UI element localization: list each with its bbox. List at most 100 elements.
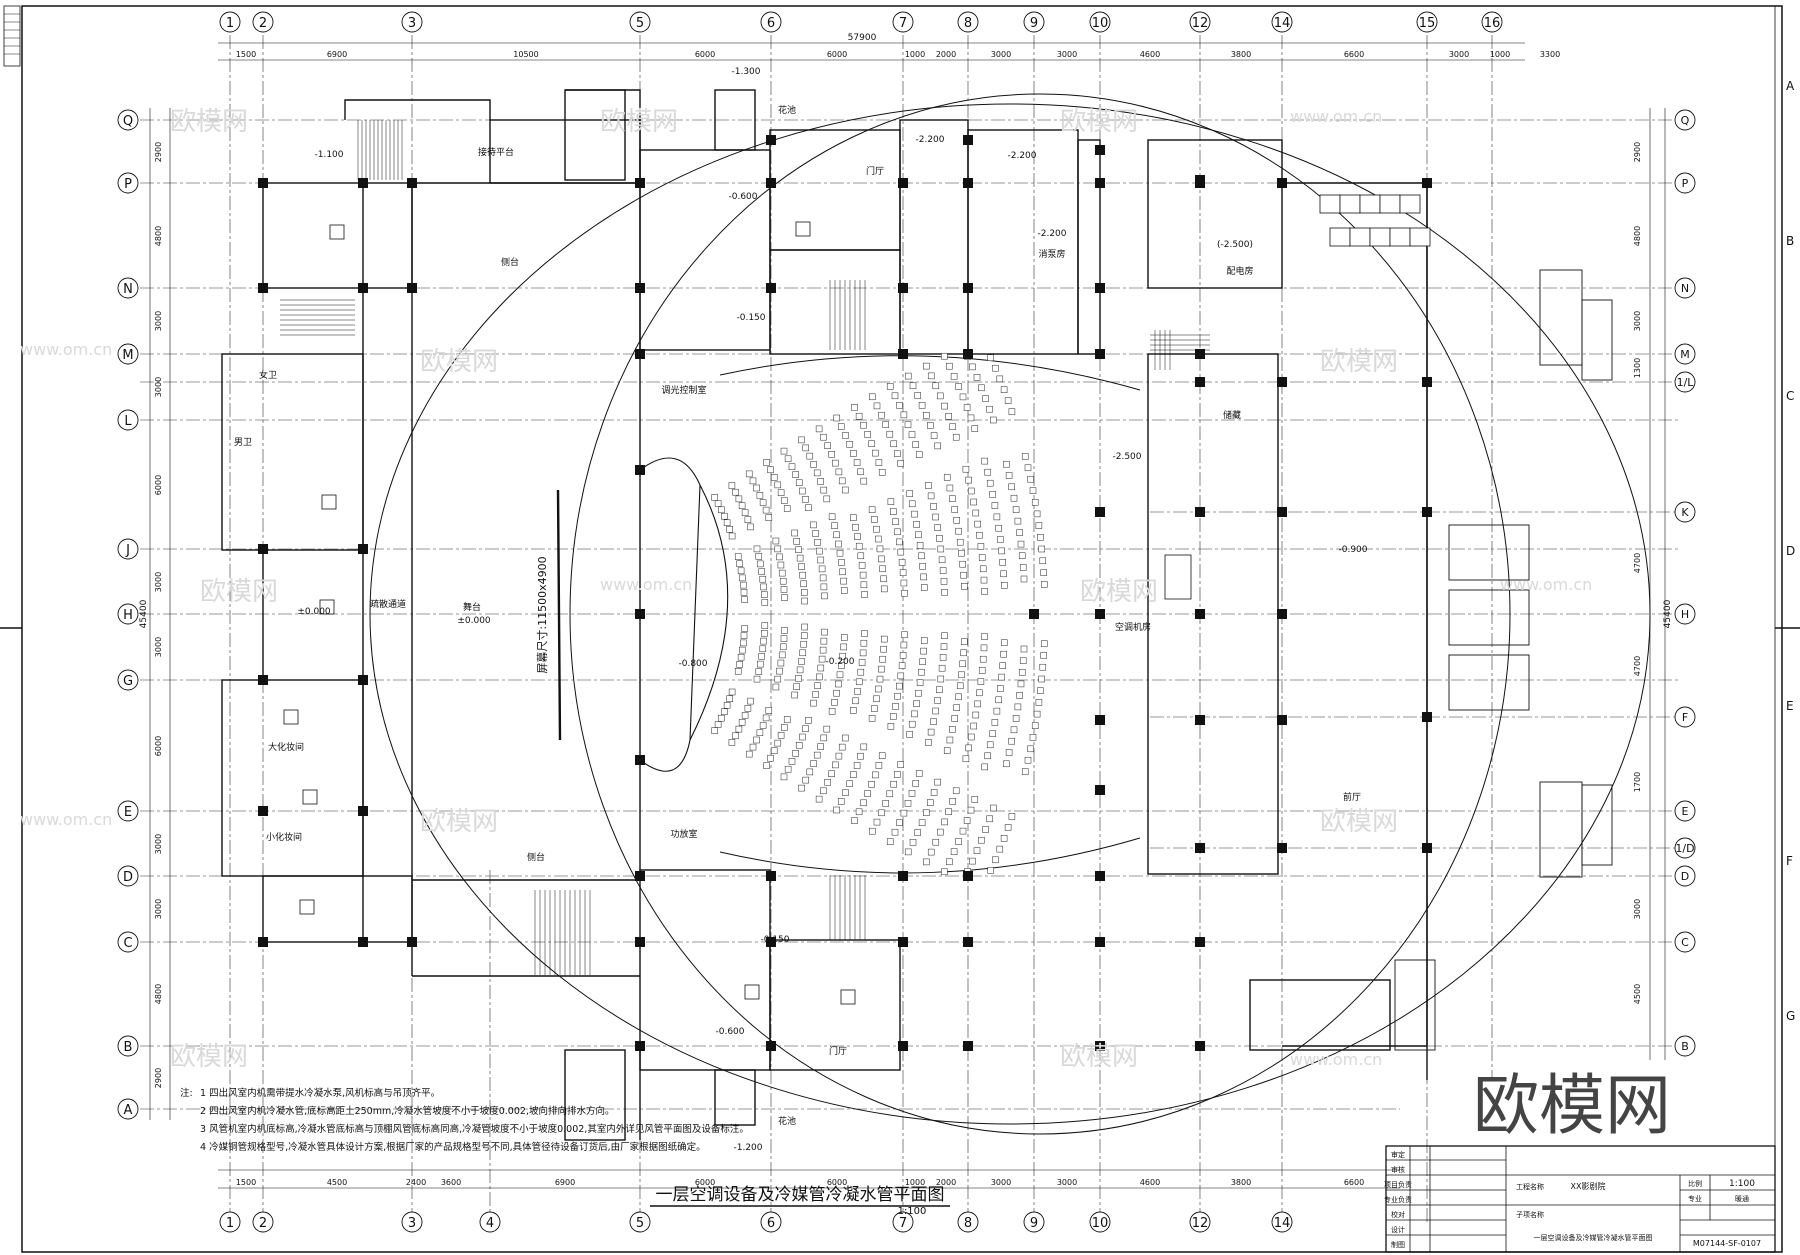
seat	[734, 668, 742, 675]
stairs	[280, 120, 1210, 975]
seat	[896, 538, 903, 546]
elevation-tag: -1.100	[314, 150, 343, 160]
seat	[965, 744, 972, 752]
seat	[982, 826, 989, 833]
seat	[728, 532, 736, 540]
seat	[718, 714, 725, 722]
seat	[890, 440, 897, 448]
column	[358, 806, 368, 816]
seat	[1017, 540, 1025, 548]
seat	[1037, 687, 1044, 694]
dim-bottom: 4600	[1140, 1178, 1160, 1187]
seat	[868, 440, 875, 447]
zone-letter: D	[1786, 544, 1795, 558]
seat	[740, 632, 748, 639]
seat	[930, 718, 937, 725]
watermark-url: www.om.cn	[1290, 1050, 1382, 1069]
seat	[900, 641, 908, 649]
seat	[892, 703, 899, 710]
seat	[904, 372, 912, 380]
seat	[1012, 715, 1020, 722]
seat	[1012, 506, 1020, 513]
seat	[857, 468, 864, 476]
seat	[777, 561, 785, 569]
seat	[998, 547, 1005, 555]
dim-left: 6000	[154, 736, 163, 756]
seat	[840, 577, 847, 585]
column	[1195, 175, 1205, 185]
zone-letter: C	[1786, 389, 1794, 403]
axis-label-right: Q	[1681, 114, 1690, 127]
seat	[852, 523, 859, 531]
seat	[999, 662, 1006, 669]
column	[1095, 283, 1105, 293]
room-corridor: 疏散通道	[370, 598, 406, 610]
seat	[855, 808, 863, 816]
axis-label-left: B	[124, 1040, 133, 1055]
tb-stage-value: 暖通	[1735, 1194, 1749, 1203]
tb-role: 校对	[1391, 1210, 1405, 1219]
seat	[801, 623, 808, 631]
axis-label-bottom: 1	[226, 1216, 234, 1231]
dim-left: 3000	[154, 311, 163, 331]
column	[898, 283, 908, 293]
column	[1095, 178, 1105, 188]
seat	[901, 631, 908, 638]
seat	[749, 477, 757, 485]
seat	[1018, 552, 1026, 559]
seat	[901, 590, 908, 597]
axis-label-right: N	[1681, 282, 1689, 295]
tb-drawing-no: M07144-SF-0107	[1693, 1239, 1761, 1248]
seat	[819, 646, 827, 654]
seat	[952, 787, 960, 795]
seat	[857, 668, 865, 676]
binding-strip	[3, 5, 21, 67]
seat	[779, 577, 787, 585]
dim-top: 3300	[1540, 50, 1560, 59]
column	[1195, 1041, 1205, 1051]
seat	[1035, 699, 1043, 706]
seat	[802, 444, 809, 452]
right-lobby-blocks	[1394, 269, 1613, 1051]
seat	[828, 451, 835, 458]
seat	[875, 535, 882, 543]
seat	[818, 655, 826, 663]
watermarks: 欧模网 欧模网 欧模网 欧模网 欧模网 欧模网 欧模网 欧模网 欧模网 欧模网 …	[20, 107, 1671, 1144]
column	[963, 937, 973, 947]
seat	[824, 779, 831, 786]
column	[1195, 507, 1205, 517]
seat	[824, 442, 831, 449]
dim-left: 4800	[154, 226, 163, 246]
seat	[793, 538, 800, 545]
seat	[896, 402, 903, 409]
seat	[890, 508, 897, 515]
column	[1095, 871, 1105, 881]
dim-right: 3000	[1633, 899, 1642, 919]
room-storage: 储藏	[1223, 409, 1241, 421]
room-dressing-big: 大化妆间	[268, 741, 304, 753]
seat	[900, 809, 908, 817]
seat	[875, 459, 883, 466]
column	[963, 283, 973, 293]
seat	[776, 553, 783, 561]
seat	[871, 516, 878, 523]
seat	[765, 514, 773, 521]
axis-label-left: E	[124, 805, 132, 820]
seat	[1000, 650, 1007, 658]
seat	[760, 637, 767, 645]
seat	[886, 383, 894, 390]
tb-role: 项目负责	[1384, 1180, 1412, 1189]
dimension-top: 57900 1500 6900 10500 6000 6000 1000 200…	[236, 33, 1560, 59]
seat	[927, 848, 935, 856]
seat	[978, 667, 986, 674]
seat	[969, 857, 976, 865]
dim-right: 1300	[1633, 358, 1642, 378]
tb-role: 设计	[1391, 1225, 1405, 1234]
room-stage: 舞台	[463, 601, 481, 613]
building-walls	[221, 89, 1428, 1141]
seat	[726, 695, 733, 702]
seat	[1016, 529, 1023, 536]
dim-top: 6000	[827, 50, 847, 59]
elevation-tag: -0.600	[715, 1027, 744, 1037]
